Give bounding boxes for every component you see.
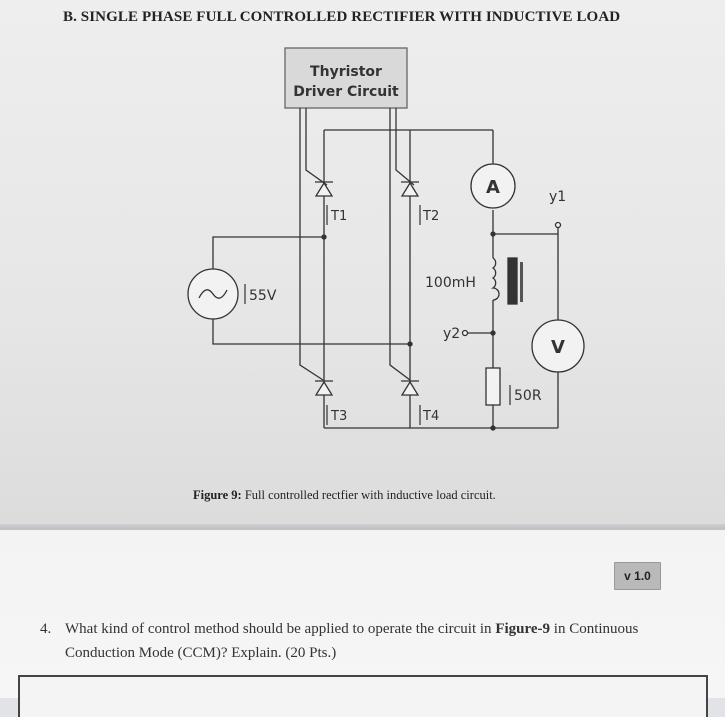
- question-number: 4.: [40, 621, 52, 637]
- figure-caption: Figure 9: Full controlled rectfier with …: [193, 488, 496, 503]
- circuit-diagram: Thyristor Driver Circuit T1 T2 T3 T4 55V…: [187, 47, 585, 431]
- thyristor-driver-box: [284, 47, 408, 109]
- gate-line-t1: [305, 108, 328, 186]
- inductor-core: [507, 257, 518, 305]
- answer-box[interactable]: [18, 675, 708, 717]
- label-t2: T2: [422, 209, 439, 224]
- resistor-body: [485, 367, 501, 406]
- question-text: What kind of control method should be ap…: [65, 617, 685, 665]
- driver-label-line2: Driver Circuit: [293, 84, 399, 100]
- driver-label-line1: Thyristor: [310, 64, 382, 80]
- source-top-wire: [212, 236, 324, 270]
- section-title: B. SINGLE PHASE FULL CONTROLLED RECTIFIE…: [63, 9, 621, 25]
- inductor-coil: [490, 257, 500, 301]
- question-figure-ref: Figure-9: [495, 621, 551, 637]
- ammeter: [470, 163, 516, 209]
- thyristor-t4: [400, 380, 420, 396]
- question-text-before: What kind of control method should be ap…: [65, 621, 496, 637]
- y2-node: [490, 330, 496, 336]
- sine-icon: [198, 289, 228, 299]
- voltmeter-label: V: [551, 337, 565, 358]
- gate-line-t2: [395, 108, 415, 186]
- figure-caption-text: Full controlled rectfier with inductive …: [241, 488, 496, 502]
- thyristor-t1: [314, 181, 334, 197]
- gate-line-t4: [389, 108, 411, 381]
- page-bottom-sheet: [0, 530, 725, 698]
- voltmeter: [531, 319, 585, 373]
- ammeter-label: A: [486, 177, 500, 198]
- label-inductor: 100mH: [425, 275, 476, 291]
- label-y2: y2: [443, 326, 460, 342]
- label-resistor: 50R: [514, 388, 542, 404]
- label-y1: y1: [549, 189, 566, 205]
- thyristor-t3: [314, 380, 334, 396]
- figure-caption-prefix: Figure 9:: [193, 488, 242, 502]
- label-t1: T1: [330, 209, 347, 224]
- version-badge: v 1.0: [614, 562, 661, 590]
- question-text-after: in Continuous Conduction Mode (CCM)? Exp…: [65, 621, 639, 661]
- label-source-voltage: 55V: [249, 288, 277, 304]
- thyristor-t2: [400, 181, 420, 197]
- y1-terminal: [554, 221, 562, 229]
- page-gap: [0, 524, 725, 534]
- source-bottom-wire: [212, 318, 410, 345]
- y2-terminal: [461, 329, 469, 337]
- gate-line-t3: [299, 108, 324, 381]
- label-t3: T3: [330, 409, 347, 424]
- label-t4: T4: [422, 409, 439, 424]
